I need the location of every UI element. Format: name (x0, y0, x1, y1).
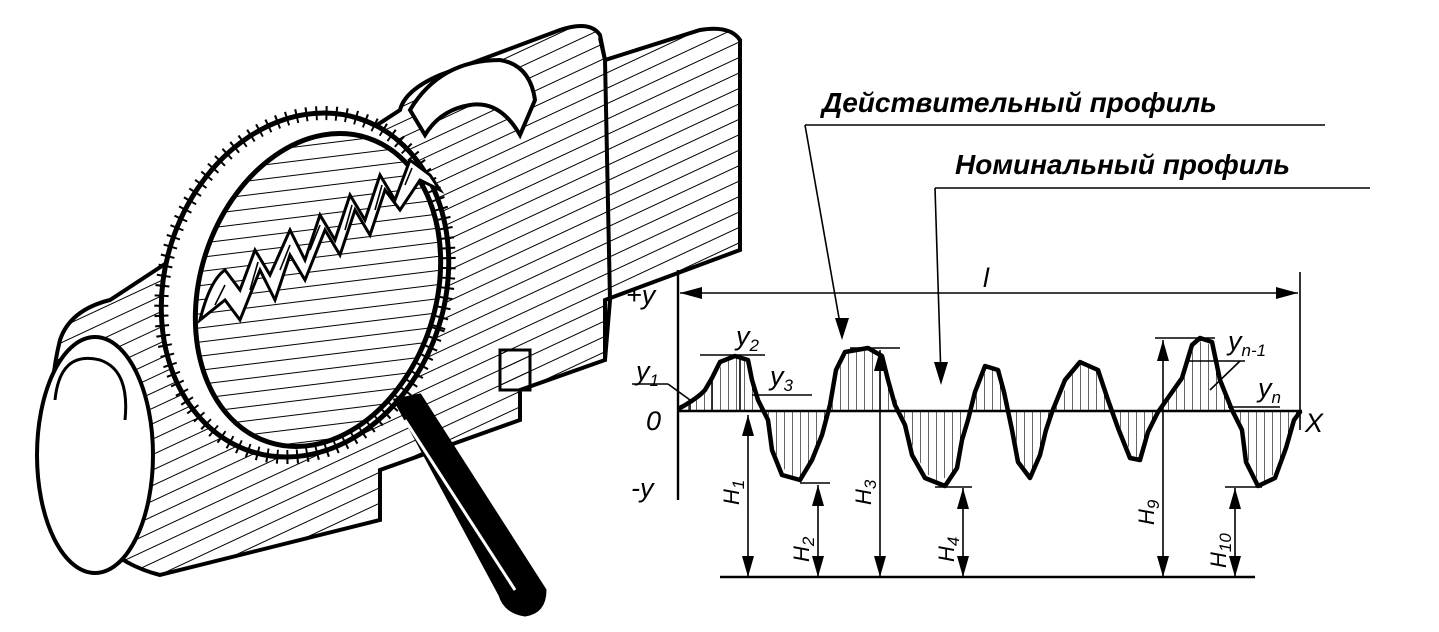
magnifier-handle (392, 393, 547, 617)
H3-label: H3 (851, 479, 880, 505)
shaft-notch (407, 57, 538, 140)
profile-diagram: Действительный профиль Номинальный профи… (626, 87, 1370, 579)
zero-label: 0 (646, 406, 661, 436)
y3-label: y3 (768, 361, 794, 395)
plus-y-label: +y (626, 280, 657, 310)
H10-label: H10 (1206, 533, 1235, 568)
H9-label: H9 (1134, 499, 1163, 525)
H1-label: H1 (719, 480, 748, 505)
nominal-profile-leader (934, 187, 942, 379)
actual-profile-leader (804, 124, 843, 336)
nominal-profile-label: Номинальный профиль (955, 149, 1290, 180)
magnifier-icon (154, 106, 547, 617)
yn-minus-1-label: yn-1 (1226, 326, 1266, 360)
y2-label: y2 (734, 321, 760, 355)
yn-label: yn (1256, 373, 1281, 407)
y1-label: y1 (634, 356, 659, 390)
minus-y-label: -y (631, 473, 655, 503)
H4-label: H4 (934, 537, 963, 562)
shaft-end-face (35, 335, 155, 575)
magnified-roughness (197, 157, 445, 324)
x-axis-label: X (1304, 408, 1324, 438)
H2-label: H2 (789, 536, 818, 562)
length-label: l (983, 263, 990, 293)
actual-profile-label: Действительный профиль (820, 87, 1217, 118)
